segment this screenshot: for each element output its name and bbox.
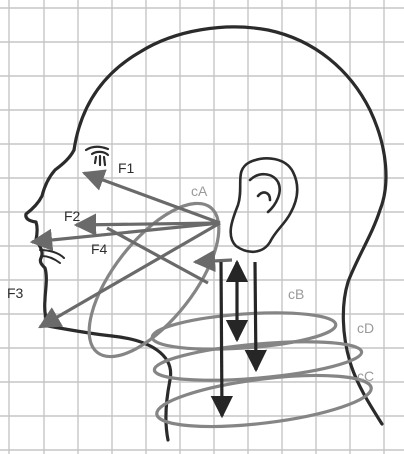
label-cb: cB — [288, 286, 304, 302]
head-outline — [26, 27, 386, 440]
ear — [231, 158, 298, 251]
label-f3: F3 — [7, 285, 24, 301]
eye — [86, 147, 108, 165]
force-arrow-short — [195, 260, 232, 262]
label-f1: F1 — [118, 160, 135, 176]
jaw-and-throat — [112, 336, 171, 440]
label-ca: cA — [191, 183, 208, 199]
label-f4: F4 — [91, 241, 108, 257]
vertical-arrows — [221, 262, 256, 416]
vertical-arrow-mid — [255, 262, 256, 370]
label-cc: cC — [357, 368, 374, 384]
vertical-arrow-long — [221, 262, 222, 416]
label-cd: cD — [357, 320, 374, 336]
label-f2: F2 — [64, 208, 81, 224]
